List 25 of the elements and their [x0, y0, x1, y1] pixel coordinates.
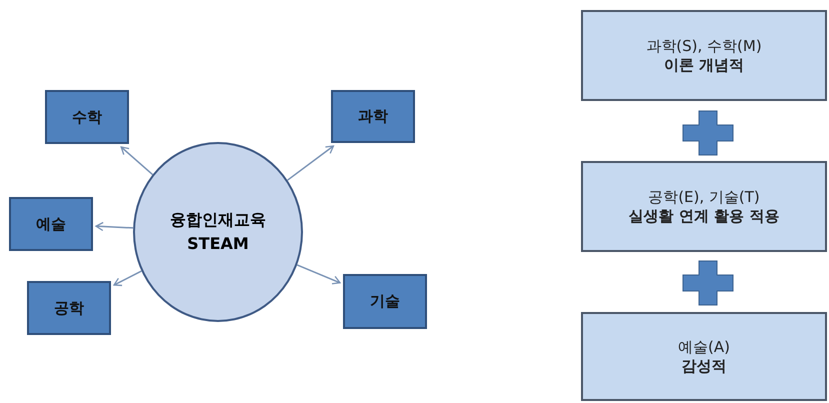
arrow [287, 145, 334, 181]
label-text: 공학 [54, 298, 84, 318]
label-text: 예술(A) [678, 338, 730, 356]
label-text: 융합인재교육 STEAM [169, 209, 267, 255]
arrow [296, 264, 341, 284]
subject-box [9, 197, 93, 251]
label-text: 과학 [358, 107, 388, 126]
subject-box [45, 90, 129, 144]
subtitle-text: 실생활 연계 활용 적용 [628, 206, 780, 226]
category-box [581, 161, 827, 252]
subject-box [27, 281, 111, 335]
label-text: 기술 [370, 292, 400, 311]
subtitle-text: 이론 개념적 [664, 56, 744, 74]
subject-box [331, 90, 415, 143]
label-text: 과학(S), 수학(M) [646, 36, 762, 56]
arrow [113, 270, 142, 286]
arrow [120, 146, 154, 176]
label-text: 수학 [72, 108, 102, 126]
category-box [581, 10, 827, 101]
label-text: 공학(E), 기술(T) [648, 188, 760, 206]
arrow [95, 222, 134, 232]
category-box [581, 312, 827, 401]
label-text: 예술 [36, 214, 66, 234]
subject-box [343, 274, 427, 329]
subtitle-text: 감성적 [682, 356, 726, 376]
